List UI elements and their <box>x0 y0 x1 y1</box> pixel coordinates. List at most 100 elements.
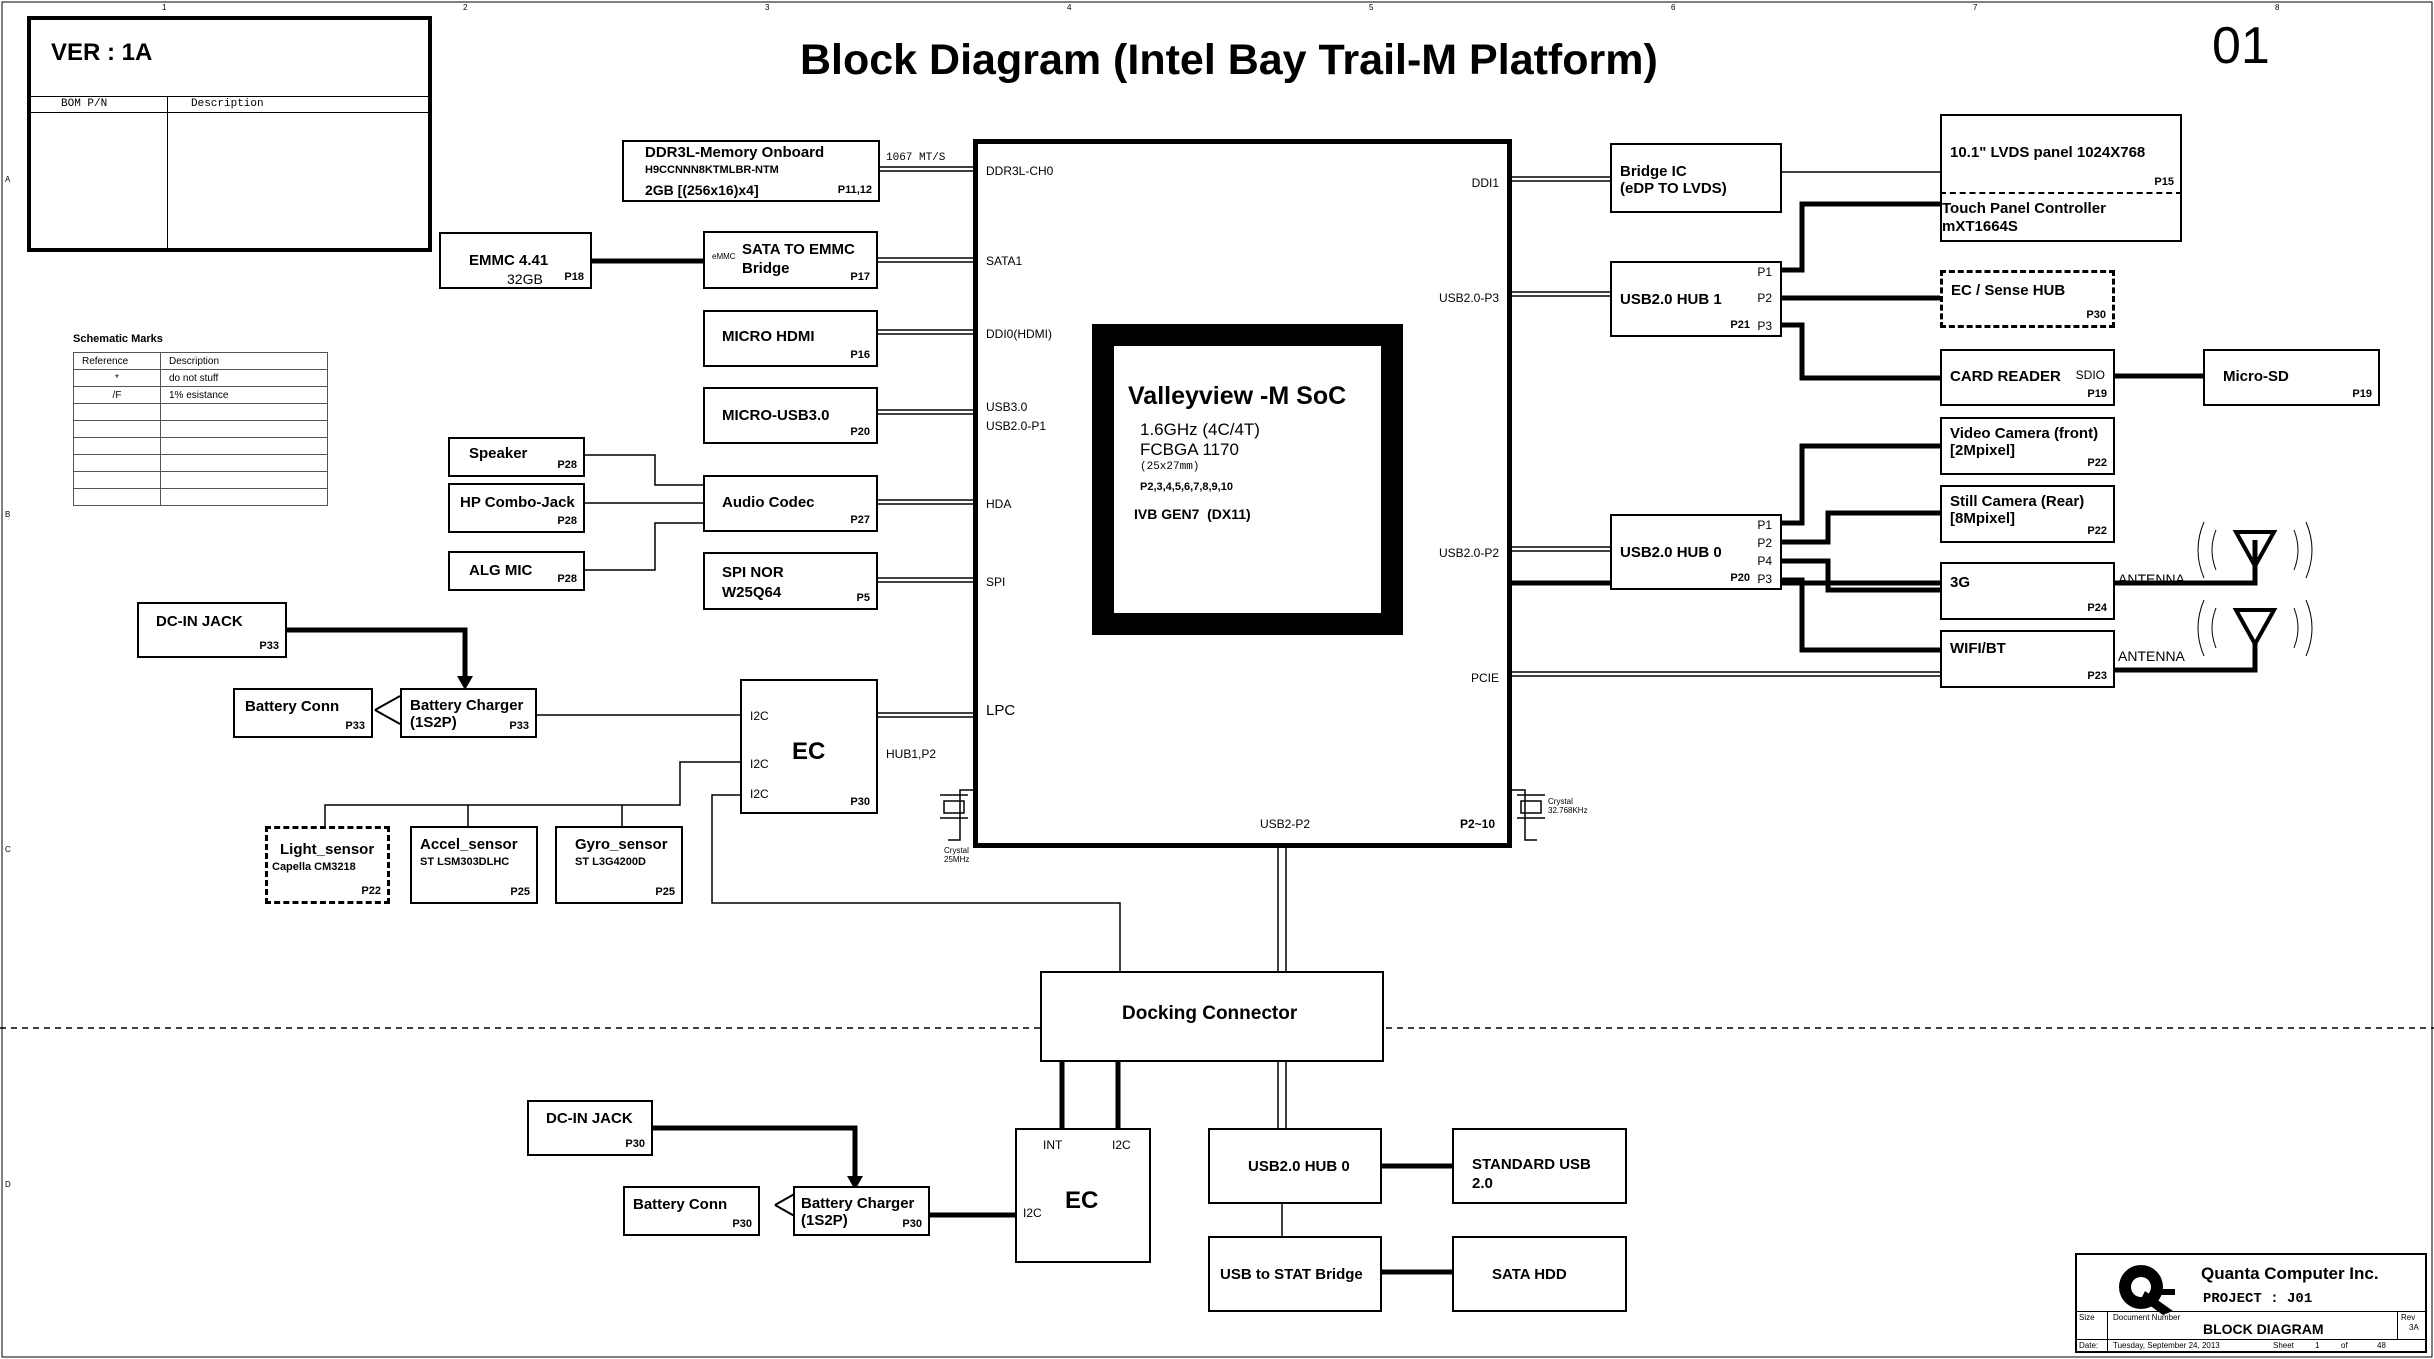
accel-part: ST LSM303DLHC <box>420 856 510 868</box>
ec-i2c-3: I2C <box>750 787 769 801</box>
marks-header-description: Description <box>160 352 328 370</box>
zone-row-d: D <box>5 1180 11 1189</box>
dock-charger-page: P30 <box>902 1218 922 1230</box>
ddr-page: P11,12 <box>837 184 872 196</box>
sata-emmc-name: SATA TO EMMC <box>742 241 855 258</box>
g3-antenna-label: ANTENNA <box>2118 571 2185 587</box>
alg-mic-block: ALG MIC P28 <box>448 551 585 591</box>
marks-cell: /F <box>73 386 161 404</box>
bridge-ic-block: Bridge IC (eDP TO LVDS) <box>1610 143 1782 213</box>
sheet-value: 1 <box>2315 1341 2320 1350</box>
gyro-sensor-block: Gyro_sensor ST L3G4200D P25 <box>555 826 683 904</box>
batt-page: P33 <box>345 720 365 732</box>
dock-dc-in-jack-block: DC-IN JACK P30 <box>527 1100 653 1156</box>
light-sensor-block: Light_sensor Capella CM3218 P22 <box>265 826 390 904</box>
vcam-name: Video Camera (front) <box>1950 425 2099 442</box>
ec-i2c-1: I2C <box>750 709 769 723</box>
card-sdio: SDIO <box>2075 368 2105 382</box>
antenna-icon <box>2232 608 2278 670</box>
usb-hub1-block: USB2.0 HUB 1 P1 P2 P3 P21 <box>1610 261 1782 337</box>
page-title: Block Diagram (Intel Bay Trail-M Platfor… <box>800 36 1658 84</box>
hpjack-name: HP Combo-Jack <box>460 494 575 511</box>
ec-sense-hub-block: EC / Sense HUB P30 <box>1940 270 2115 328</box>
zone-col-4: 4 <box>1067 3 1072 12</box>
crystal-32khz-name: Crystal <box>1548 797 1573 806</box>
spi-name: SPI NOR <box>722 564 784 581</box>
sata-hdd-block: SATA HDD <box>1452 1236 1627 1312</box>
ddr-config: 2GB [(256x16)x4] <box>645 182 759 198</box>
bridge-name: Bridge IC <box>1620 163 1687 180</box>
batt-name: Battery Conn <box>245 698 340 715</box>
rev-value: 3A <box>2409 1323 2419 1332</box>
sata-emmc-bridge-block: eMMC SATA TO EMMC Bridge P17 <box>703 231 878 289</box>
soc-frequency: 1.6GHz (4C/4T) <box>1140 420 1260 439</box>
std-usb-name: STANDARD USB <box>1472 1156 1591 1173</box>
lvds-page: P15 <box>2154 176 2174 188</box>
touch-part: mXT1664S <box>1942 218 2018 235</box>
soc-page-range: P2~10 <box>1459 817 1495 831</box>
hub1-page: P21 <box>1730 319 1750 331</box>
wifi-antenna-label: ANTENNA <box>2118 648 2185 664</box>
hpjack-page: P28 <box>557 515 577 527</box>
pin-sata: SATA1 <box>986 254 1023 268</box>
hub0-p1: P1 <box>1757 518 1772 532</box>
usb-to-sata-bridge-block: USB to STAT Bridge <box>1208 1236 1382 1312</box>
zone-col-6: 6 <box>1671 3 1676 12</box>
project-label: PROJECT : J01 <box>2203 1291 2313 1307</box>
vcam-page: P22 <box>2087 457 2107 469</box>
battery-conn-block: Battery Conn P33 <box>233 688 373 738</box>
description-header: Description <box>191 98 264 110</box>
audio-codec-block: Audio Codec P27 <box>703 475 878 532</box>
micro-sd-block: Micro-SD P19 <box>2203 349 2380 406</box>
speaker-block: Speaker P28 <box>448 437 585 477</box>
soc-name: Valleyview -M SoC <box>1128 382 1347 410</box>
gyro-part: ST L3G4200D <box>575 856 646 868</box>
usb-hub0-block: USB2.0 HUB 0 P1 P2 P4 P3 P20 <box>1610 514 1782 590</box>
lvds-name: 10.1" LVDS panel 1024X768 <box>1950 144 2146 161</box>
wifi-page: P23 <box>2087 670 2107 682</box>
pin-spi: SPI <box>986 575 1006 589</box>
usb3-page: P20 <box>850 426 870 438</box>
light-name: Light_sensor <box>280 841 375 858</box>
lvds-panel-block: 10.1" LVDS panel 1024X768 P15 <box>1940 114 2182 194</box>
soc-pages: P2,3,4,5,6,7,8,9,10 <box>1140 481 1233 493</box>
marks-cell: 1% esistance <box>160 386 328 404</box>
crystal-icon <box>940 794 1545 819</box>
micro-hdmi-block: MICRO HDMI P16 <box>703 310 878 367</box>
wifi-bt-block: WIFI/BT P23 <box>1940 630 2115 688</box>
dcin-page: P33 <box>259 640 279 652</box>
crystal-32khz-freq: 32.768KHz <box>1548 806 1588 815</box>
g3-name: 3G <box>1950 574 1971 591</box>
hp-combo-jack-block: HP Combo-Jack P28 <box>448 483 585 533</box>
scam-name: Still Camera (Rear) <box>1950 493 2085 510</box>
light-part: Capella CM3218 <box>272 861 356 873</box>
card-reader-block: CARD READER SDIO P19 <box>1940 349 2115 406</box>
dock-name: Docking Connector <box>1122 1003 1298 1024</box>
hub0-p4: P4 <box>1757 554 1772 568</box>
dock-batt-page: P30 <box>732 1218 752 1230</box>
wifi-name: WIFI/BT <box>1950 640 2006 657</box>
dock-charger-config: (1S2P) <box>801 1212 848 1229</box>
accel-page: P25 <box>510 886 530 898</box>
microsd-page: P19 <box>2352 388 2372 400</box>
speaker-name: Speaker <box>469 445 528 462</box>
hdmi-name: MICRO HDMI <box>722 328 815 345</box>
charger-page: P33 <box>509 720 529 732</box>
zone-col-2: 2 <box>463 3 468 12</box>
microsd-name: Micro-SD <box>2223 368 2289 385</box>
soc-package: FCBGA 1170 <box>1140 440 1239 459</box>
dock-dcin-name: DC-IN JACK <box>546 1110 633 1127</box>
battery-charger-block: Battery Charger (1S2P) P33 <box>400 688 537 738</box>
date-label: Date: <box>2079 1341 2099 1350</box>
ddr-memory-block: DDR3L-Memory Onboard H9CCNNN8KTMLBR-NTM … <box>622 140 880 202</box>
zone-row-b: B <box>5 510 11 519</box>
sata-emmc-page: P17 <box>850 271 870 283</box>
hdmi-page: P16 <box>850 349 870 361</box>
dock-ec-i2c-top: I2C <box>1112 1138 1131 1152</box>
dock-hub0-name: USB2.0 HUB 0 <box>1248 1158 1350 1175</box>
hub1-p2: P2 <box>1757 291 1772 305</box>
ec-block: I2C I2C I2C EC P30 <box>740 679 878 814</box>
pin-usb2p3: USB2.0-P3 <box>1438 291 1499 305</box>
zone-col-8: 8 <box>2275 3 2280 12</box>
